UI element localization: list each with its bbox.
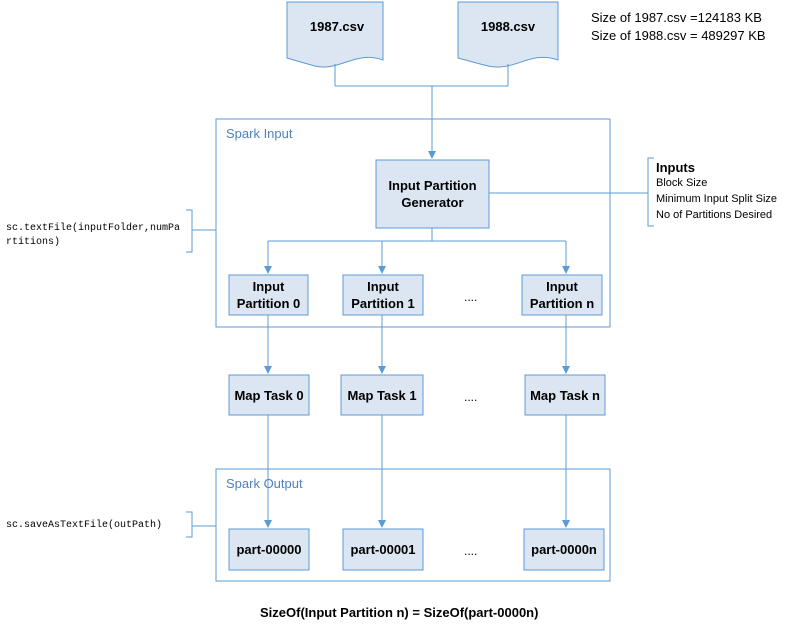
spark-output-title: Spark Output [226, 476, 303, 491]
spark-input-title: Spark Input [226, 126, 293, 141]
map-task-1: Map Task 1 [347, 387, 417, 403]
part-00000: part-00000 [236, 542, 302, 557]
spark-output-box [215, 468, 611, 582]
parts-ellipsis: .... [464, 544, 478, 558]
size-1988: Size of 1988.csv = 489297 KB [591, 28, 766, 43]
map-task-0: Map Task 0 [234, 387, 304, 403]
partition-n-shape [521, 274, 603, 316]
size-1987: Size of 1987.csv =124183 KB [591, 10, 762, 25]
part-00001: part-00001 [350, 542, 416, 557]
part-n-shape [523, 528, 605, 571]
file-sizes: Size of 1987.csv =124183 KB Size of 1988… [591, 9, 766, 45]
inputs-bracket [647, 157, 654, 227]
part-0000n: part-0000n [531, 542, 597, 557]
map-task-0-shape [228, 374, 310, 416]
code-textfile: sc.textFile(inputFolder,numPartitions) [6, 223, 181, 248]
inputs-item-min-split: Minimum Input Split Size [656, 193, 778, 205]
inputs-title: Inputs [656, 160, 695, 175]
partition-0-shape [228, 274, 309, 316]
file-label-1988: 1988.csv [480, 19, 536, 34]
input-partition-1: Input Partition 1 [351, 279, 415, 311]
inputs-item-block-size: Block Size [656, 177, 708, 189]
map-task-n: Map Task n [530, 387, 600, 403]
textfile-bracket [186, 209, 193, 253]
generator-node-shape [375, 159, 490, 229]
map-tasks-ellipsis: .... [464, 390, 478, 404]
partitions-ellipsis: .... [464, 290, 478, 304]
footer-equation: SizeOf(Input Partition n) = SizeOf(part-… [260, 605, 539, 620]
part-1-shape [342, 528, 424, 571]
input-partition-n: Input Partition n [529, 279, 595, 311]
doc-shape-1987 [286, 1, 384, 68]
partition-1-shape [342, 274, 424, 316]
saveas-bracket [186, 511, 193, 538]
input-partition-0: Input Partition 0 [236, 279, 301, 311]
inputs-item-num-partitions: No of Partitions Desired [656, 209, 773, 221]
spark-input-box [215, 118, 611, 328]
input-partition-generator: Input Partition Generator [388, 178, 477, 210]
part-0-shape [228, 528, 310, 571]
map-task-n-shape [524, 374, 606, 416]
file-label-1987: 1987.csv [309, 19, 365, 34]
inputs-list: Inputs Block Size Minimum Input Split Si… [656, 160, 777, 223]
doc-shape-1988 [457, 1, 559, 68]
code-saveastextfile: sc.saveAsTextFile(outPath) [6, 520, 163, 531]
